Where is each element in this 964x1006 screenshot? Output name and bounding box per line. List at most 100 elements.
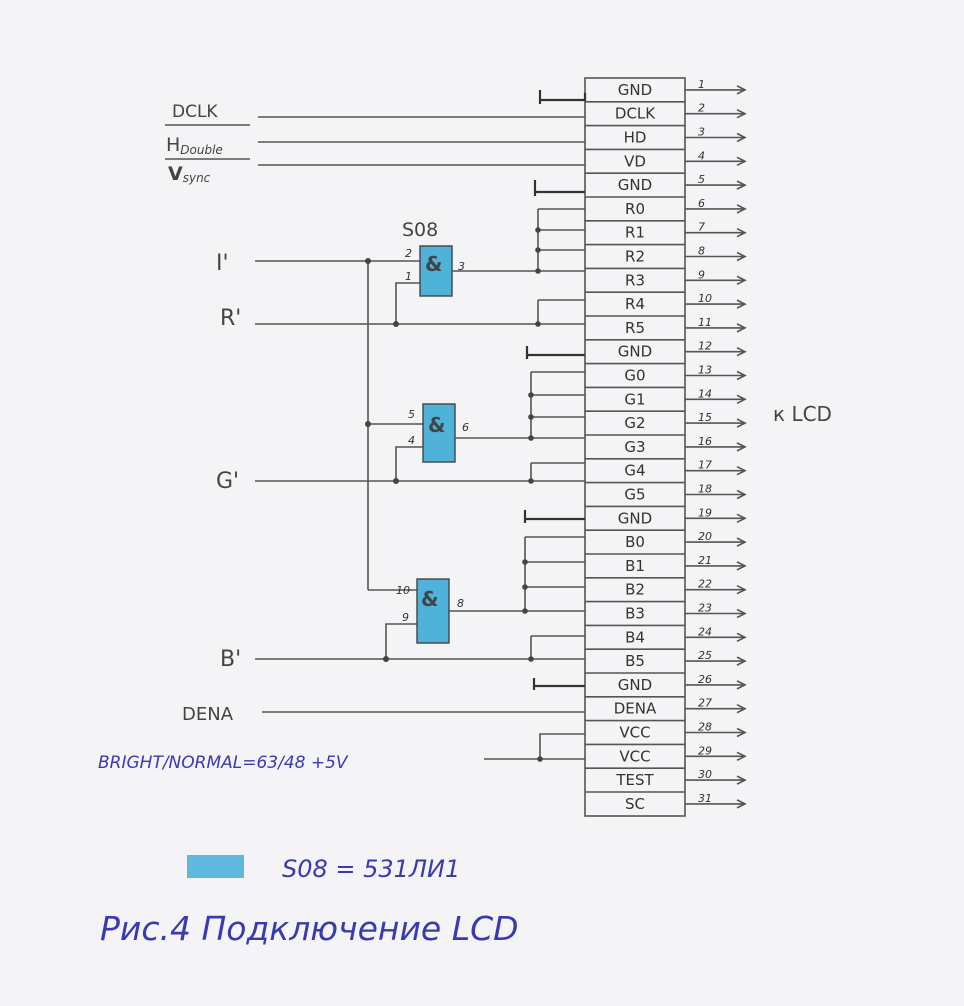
connector-pin-name: GND (618, 676, 652, 694)
legend-text: S08 = 531ЛИ1 (282, 855, 460, 883)
connector-pin-name: B5 (625, 652, 645, 670)
b-junction-dot (383, 656, 389, 662)
gate-symbol: & (425, 252, 442, 276)
connector-pin-number: 4 (698, 149, 705, 162)
dclk-signal-label: DCLK (172, 102, 218, 122)
connector-arrow-head (736, 799, 747, 809)
connector-pin-number: 7 (698, 221, 705, 234)
connector-pin-number: 21 (698, 554, 712, 567)
and-gate-1: & 2 1 3 (405, 245, 465, 297)
gate-pin-number: 5 (408, 408, 415, 421)
connector-pin-number: 20 (698, 530, 712, 543)
gate-pin-number: 4 (408, 434, 415, 447)
r-signal-label: R' (220, 306, 241, 331)
connector-arrow-head (736, 680, 747, 690)
connector-arrow-head (736, 727, 747, 738)
figure-caption: Рис.4 Подключение LCD (100, 909, 519, 948)
gate-symbol: & (428, 413, 445, 437)
i-signal-label: I' (216, 251, 229, 276)
connector-pin-number: 3 (698, 126, 705, 139)
connector-pin-number: 23 (698, 602, 712, 615)
gate-symbol: & (421, 587, 438, 611)
ground-symbol-pin26 (532, 678, 585, 690)
bright-normal-label: BRIGHT/NORMAL=63/48 +5V (98, 753, 349, 773)
connector-pin-number: 13 (698, 364, 712, 377)
connector-arrow-head (736, 394, 747, 405)
connector-arrow-head (736, 299, 747, 309)
connector-arrow-head (736, 561, 747, 571)
gate-pin-number: 9 (402, 611, 409, 624)
connector-pin-name: G2 (624, 414, 645, 432)
connector-arrow-head (736, 465, 747, 476)
connector-pin-number: 8 (698, 245, 705, 258)
b-to-gate3-wire (385, 623, 417, 659)
gate-pin-number: 8 (457, 597, 464, 610)
gate-pin-number: 10 (396, 584, 410, 597)
connector-arrow-head (736, 751, 747, 762)
connector-pin-name: B3 (625, 605, 645, 623)
r-junction-dot (393, 321, 399, 327)
connector-pin-number: 12 (698, 340, 712, 353)
gate-pin-number: 6 (462, 421, 469, 434)
gate-pin-number: 3 (458, 260, 465, 273)
connector-pin-number: 9 (698, 268, 705, 281)
connector-arrow-head (736, 156, 747, 167)
connector-arrow-head (736, 775, 747, 785)
connector-pin-name: R5 (625, 319, 645, 337)
ground-symbol-pin19 (523, 510, 585, 523)
connector-arrow-head (736, 370, 747, 381)
connector-arrow-head (736, 323, 747, 333)
connector-pin-number: 24 (698, 625, 712, 638)
r-bus (535, 208, 585, 327)
connector-pin-name: R2 (625, 248, 645, 266)
i-junction-dot (365, 421, 371, 427)
connector-pin-number: 1 (698, 78, 705, 91)
connector-arrow-head (736, 251, 747, 262)
chip-label: S08 (402, 219, 438, 241)
connector-pin-number: 14 (698, 387, 712, 400)
gate-pin-number: 2 (405, 247, 412, 260)
connector-pin-name: R1 (625, 224, 645, 242)
vcc-tie-wire (539, 733, 585, 759)
connector-pin-number: 18 (698, 483, 712, 496)
connector-arrow-head (736, 275, 747, 286)
connector-pin-number: 5 (698, 173, 705, 186)
ground-symbol-pin1 (538, 90, 587, 104)
connector-pin-name: B0 (625, 533, 645, 551)
connector-arrow-head (736, 227, 747, 238)
connector-pin-name: GND (618, 81, 652, 99)
connector-pin-name: GND (618, 176, 652, 194)
connector-pin-name: G3 (624, 438, 645, 456)
g-junction-dot (393, 478, 399, 484)
vsync-signal-label: Vsync (168, 163, 211, 185)
connector-arrow-head (736, 180, 747, 190)
g-bus (528, 371, 585, 484)
connector-pin-name: HD (624, 129, 647, 147)
connector-pin-number: 17 (698, 459, 712, 472)
connector-pin-number: 30 (698, 768, 712, 781)
connector-pin-number: 27 (698, 697, 712, 710)
connector-arrow-head (736, 418, 747, 428)
connector-arrow-head (736, 537, 747, 547)
connector-pin-name: VD (624, 152, 646, 170)
connector-pin-number: 6 (698, 197, 705, 210)
connector-arrow-head (736, 85, 747, 95)
connector-pin-number: 25 (698, 649, 712, 662)
connector-arrow-head (736, 584, 747, 595)
connector-pin-name: VCC (619, 724, 650, 742)
connector-pin-name: G1 (624, 390, 645, 408)
connector-pin-name: G0 (624, 367, 645, 385)
g-signal-label: G' (216, 469, 239, 494)
connector-arrow-head (736, 703, 747, 714)
connector-pin-number: 26 (698, 673, 712, 686)
connector-pin-number: 19 (698, 506, 712, 519)
connector-pin-name: R4 (625, 295, 645, 313)
connector-pin-name: R3 (625, 271, 645, 289)
vcc-junction-dot (537, 756, 543, 762)
connector-arrow-head (736, 204, 747, 214)
connector-pin-name: B2 (625, 581, 645, 599)
ground-symbol-pin12 (525, 346, 585, 359)
